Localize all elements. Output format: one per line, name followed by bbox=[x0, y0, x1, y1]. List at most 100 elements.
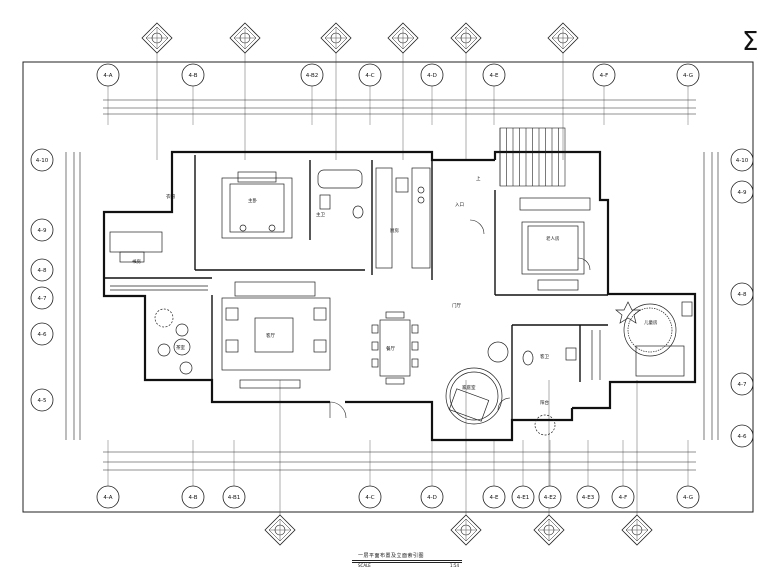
index-symbol bbox=[547, 22, 579, 54]
study-furniture bbox=[109, 231, 208, 291]
grid-bottom-bubble: 4-F bbox=[611, 485, 635, 509]
grid-bottom-label: 4-E bbox=[490, 495, 499, 501]
grid-right-bubble: 4-6 bbox=[730, 424, 754, 448]
grid-bottom-bubble: 4-E bbox=[482, 485, 506, 509]
grid-bubbles-left: 4-10 4-9 4-8 4-7 4-6 4-5 bbox=[30, 148, 54, 412]
grid-right-label: 4-10 bbox=[736, 158, 749, 164]
label-dining: 餐厅 bbox=[386, 345, 395, 352]
grid-bubbles-right: 4-104-94-84-74-6 bbox=[730, 148, 754, 448]
label-up: 上 bbox=[476, 175, 481, 182]
room-labels: 主卧 主卫 厨房 老人房 客厅 餐厅 书房 茶室 家庭室 客卫 儿童房 门厅 入… bbox=[132, 175, 658, 406]
label-living-room: 客厅 bbox=[266, 332, 275, 339]
grid-left-label: 4-6 bbox=[38, 332, 47, 338]
grid-right-bubble: 4-9 bbox=[730, 180, 754, 204]
grid-bottom-label: 4-E2 bbox=[544, 495, 556, 501]
grid-top-label: 4-E bbox=[490, 73, 499, 79]
grid-top-bubble: 4-G bbox=[676, 63, 700, 87]
index-symbol bbox=[450, 22, 482, 54]
grid-left-label: 4-7 bbox=[38, 296, 47, 302]
grid-top-label: 4-B bbox=[188, 73, 197, 79]
grid-top-label: 4-A bbox=[103, 73, 112, 79]
grid-top-bubble: 4-A bbox=[96, 63, 120, 87]
grid-bottom-label: 4-F bbox=[619, 495, 628, 501]
grid-right-bubble: 4-8 bbox=[730, 282, 754, 306]
grid-top-bubble: 4-B2 bbox=[300, 63, 324, 87]
grid-left-bubble: 4-8 bbox=[30, 258, 54, 282]
grid-top-bubble: 4-F bbox=[592, 63, 616, 87]
grid-bottom-label: 4-B1 bbox=[228, 495, 241, 501]
scale-value: 1:54 bbox=[450, 563, 459, 568]
grid-bottom-bubble: 4-G bbox=[676, 485, 700, 509]
label-master-bath: 主卫 bbox=[316, 211, 325, 218]
caption-underline-thin bbox=[352, 562, 462, 563]
vertical-grid-lines bbox=[107, 86, 689, 486]
grid-top-bubble: 4-D bbox=[420, 63, 444, 87]
grid-left-bubble: 4-6 bbox=[30, 322, 54, 346]
label-family-room: 家庭室 bbox=[462, 384, 476, 391]
grid-bottom-label: 4-B bbox=[188, 495, 197, 501]
grid-top-label: 4-G bbox=[683, 73, 693, 79]
label-kitchen: 厨房 bbox=[390, 227, 399, 234]
bath-fixtures bbox=[317, 169, 364, 219]
left-dimension-lines bbox=[65, 152, 81, 440]
grid-bottom-bubble: 4-E2 bbox=[538, 485, 562, 509]
grid-top-bubble: 4-E bbox=[482, 63, 506, 87]
label-tea: 茶室 bbox=[176, 344, 185, 351]
label-study: 书房 bbox=[132, 258, 141, 265]
grid-right-label: 4-6 bbox=[738, 434, 747, 440]
label-master-bedroom: 主卧 bbox=[248, 197, 257, 204]
grid-top-bubble: 4-C bbox=[358, 63, 382, 87]
grid-right-label: 4-9 bbox=[738, 190, 747, 196]
label-entry: 入口 bbox=[455, 202, 464, 208]
grid-bottom-label: 4-A bbox=[103, 495, 112, 501]
grid-left-label: 4-9 bbox=[38, 228, 47, 234]
bottom-dimension-lines bbox=[103, 451, 696, 471]
grid-bottom-label: 4-E1 bbox=[517, 495, 529, 501]
label-guest-bath: 客卫 bbox=[540, 353, 549, 360]
label-hall: 门厅 bbox=[452, 302, 461, 309]
index-symbol bbox=[320, 22, 352, 54]
top-index-symbols bbox=[141, 22, 579, 160]
grid-bottom-label: 4-D bbox=[427, 495, 437, 501]
master-bed bbox=[221, 171, 293, 239]
grid-bottom-bubble: 4-B1 bbox=[222, 485, 246, 509]
index-symbol bbox=[450, 514, 482, 546]
grid-right-label: 4-8 bbox=[738, 292, 747, 298]
grid-bottom-bubble: 4-E1 bbox=[511, 485, 535, 509]
index-symbol bbox=[387, 22, 419, 54]
index-symbol bbox=[264, 514, 296, 546]
caption-underline bbox=[352, 560, 462, 561]
grid-left-label: 4-8 bbox=[38, 268, 47, 274]
label-balcony: 阳台 bbox=[540, 399, 549, 406]
guest-bath-fixtures bbox=[522, 330, 601, 380]
grid-top-label: 4-B2 bbox=[306, 73, 319, 79]
kitchen-counter bbox=[375, 167, 431, 269]
grid-left-label: 4-10 bbox=[36, 158, 49, 164]
grid-bottom-label: 4-C bbox=[365, 495, 374, 501]
index-symbol bbox=[141, 22, 173, 54]
label-kids-room: 儿童房 bbox=[644, 319, 658, 326]
grid-left-bubble: 4-9 bbox=[30, 218, 54, 242]
label-closet: 衣帽 bbox=[166, 193, 175, 200]
elder-bed bbox=[519, 197, 591, 291]
grid-bottom-bubble: 4-D bbox=[420, 485, 444, 509]
grid-bottom-bubble: 4-B bbox=[181, 485, 205, 509]
exterior-walls bbox=[102, 150, 697, 442]
bottom-index-symbols bbox=[264, 380, 653, 546]
staircase bbox=[499, 127, 566, 187]
drawing-caption: 一层平面布置及立面索引图 bbox=[358, 553, 425, 559]
grid-top-label: 4-C bbox=[365, 73, 374, 79]
label-elder-room: 老人房 bbox=[546, 235, 560, 242]
grid-right-bubble: 4-10 bbox=[730, 148, 754, 172]
grid-left-label: 4-5 bbox=[38, 398, 47, 404]
kids-room-furniture bbox=[615, 301, 693, 377]
door-swings bbox=[329, 219, 591, 419]
interior-walls bbox=[104, 155, 608, 420]
index-symbol bbox=[621, 514, 653, 546]
grid-bubbles-top: 4-A 4-B 4-B2 4-C 4-D 4-E 4-F 4-G bbox=[96, 63, 700, 87]
top-dimension-lines bbox=[103, 99, 696, 115]
right-dimension-lines bbox=[703, 152, 719, 440]
grid-bottom-label: 4-G bbox=[683, 495, 693, 501]
corner-mark: Σ bbox=[742, 27, 758, 57]
